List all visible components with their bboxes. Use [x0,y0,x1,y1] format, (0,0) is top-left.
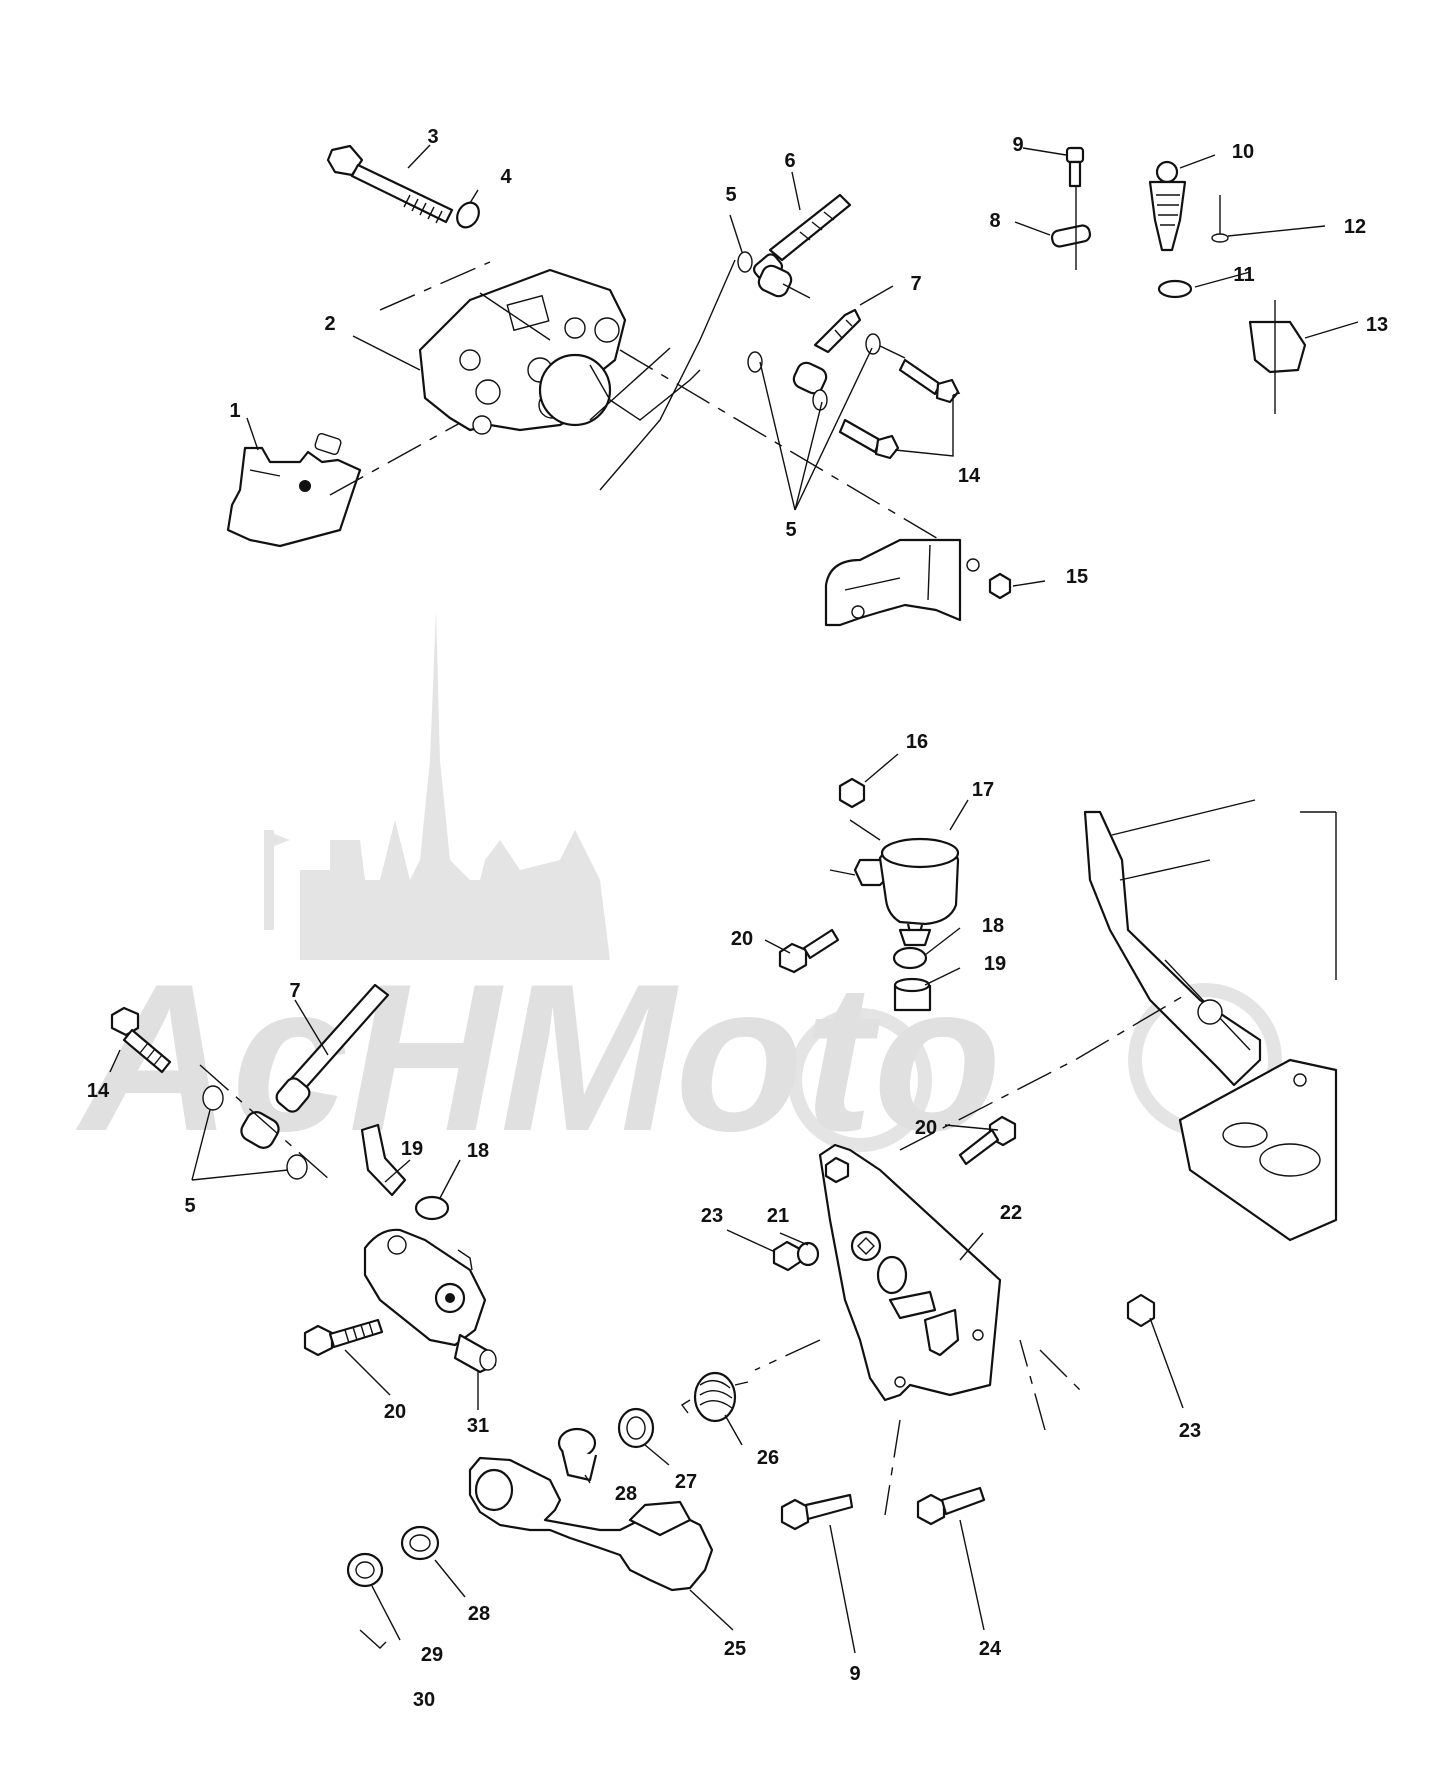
callout-16: 16 [906,731,928,753]
washer-part-5b [747,351,763,373]
washer-part-5f [286,1154,308,1180]
callout-4: 4 [500,166,512,188]
callout-26: 26 [757,1447,779,1469]
master-cylinder-part-31 [363,1228,497,1374]
callout-5: 5 [184,1195,195,1217]
callout-30: 30 [413,1689,435,1711]
callout-25: 25 [724,1638,746,1660]
callout-20: 20 [384,1401,406,1423]
hose-clamp-part-18-upper [892,946,928,970]
bolt-part-20-right [958,1115,1017,1166]
washer-part-5d [865,333,881,355]
push-rivet-part [1148,160,1187,252]
callout-15: 15 [1066,566,1088,588]
watermark-logo: AcHMoto [75,610,1282,1175]
callout-20: 20 [915,1117,937,1139]
callout-22: 22 [1000,1202,1022,1224]
frame-part-lower-right [1083,799,1338,1242]
vent-hose-part-19 [360,1123,407,1197]
callout-19: 19 [984,953,1006,975]
callout-14: 14 [958,465,981,487]
long-bolt-part [326,144,454,224]
callout-6: 6 [784,150,795,172]
bolt-part-9-lower [780,1493,854,1531]
washer-part-5c [812,389,828,411]
washer-part-5e [202,1085,224,1111]
callout-labels: 1 2 3 4 5 6 7 5 14 15 9 8 10 12 11 13 16… [87,126,1388,1711]
caliper-part [418,268,627,435]
callout-9: 9 [1012,134,1023,156]
washer-part-5a [737,251,753,273]
bushing-washer-parts [346,1407,655,1588]
callout-9: 9 [849,1663,860,1685]
callout-12: 12 [1344,216,1366,238]
nut-part-23-right [1126,1293,1156,1328]
callout-2: 2 [324,313,335,335]
cable-clip-part [1157,195,1307,414]
callout-24: 24 [979,1638,1002,1660]
callout-11: 11 [1233,264,1254,286]
callout-29: 29 [421,1644,443,1666]
callout-31: 31 [467,1415,489,1437]
brake-hose-part-7 [792,308,862,395]
callout-18: 18 [467,1140,489,1162]
bolt-part-14-lower [110,1006,172,1074]
bolt-part-24 [916,1486,986,1526]
return-spring-part-26 [680,1371,749,1423]
nut-part-16 [838,777,866,809]
callout-27: 27 [675,1471,697,1493]
callout-10: 10 [1232,141,1254,163]
reservoir-part-17 [853,837,960,947]
clip-bolt-part [1050,146,1092,270]
callout-21: 21 [767,1205,789,1227]
callout-20: 20 [731,928,753,950]
bolt-part-20-lower [303,1318,384,1357]
callout-8: 8 [989,210,1000,232]
callout-5: 5 [725,184,736,206]
washer-part [456,201,480,229]
callout-14: 14 [87,1080,110,1102]
callout-23: 23 [701,1205,723,1227]
leader-lines-bottom-right [371,753,1186,1654]
pedal-bracket-part [818,1143,1002,1402]
callout-28: 28 [615,1483,637,1505]
hose-clamp-part-18 [414,1195,450,1221]
callout-18: 18 [982,915,1004,937]
callout-17: 17 [972,779,994,801]
callout-23: 23 [1179,1420,1201,1442]
leader-lines-top [246,144,1359,587]
callout-3: 3 [427,126,438,148]
watermark-text: AcHMoto [75,940,1002,1175]
callout-7: 7 [289,980,300,1002]
nut-washer-part-23-21 [772,1240,820,1272]
brake-hose-part-7-lower [240,983,390,1149]
leader-lines-bottom-left [109,999,479,1410]
brake-pedal-part-25 [468,1456,714,1592]
brake-hose-part [752,193,852,298]
brake-pad-part [226,433,362,548]
callout-13: 13 [1366,314,1388,336]
callout-19: 19 [401,1138,423,1160]
callout-7: 7 [910,273,921,295]
callout-1: 1 [229,400,240,422]
callout-5: 5 [785,519,796,541]
vent-hose-part-19-upper [893,977,932,1012]
banjo-bolt-part [838,358,960,460]
nut-part-15 [988,572,1012,600]
bracket-frame-part [824,538,980,627]
cotter-pin-part-30 [359,1629,387,1649]
callout-28: 28 [468,1603,490,1625]
